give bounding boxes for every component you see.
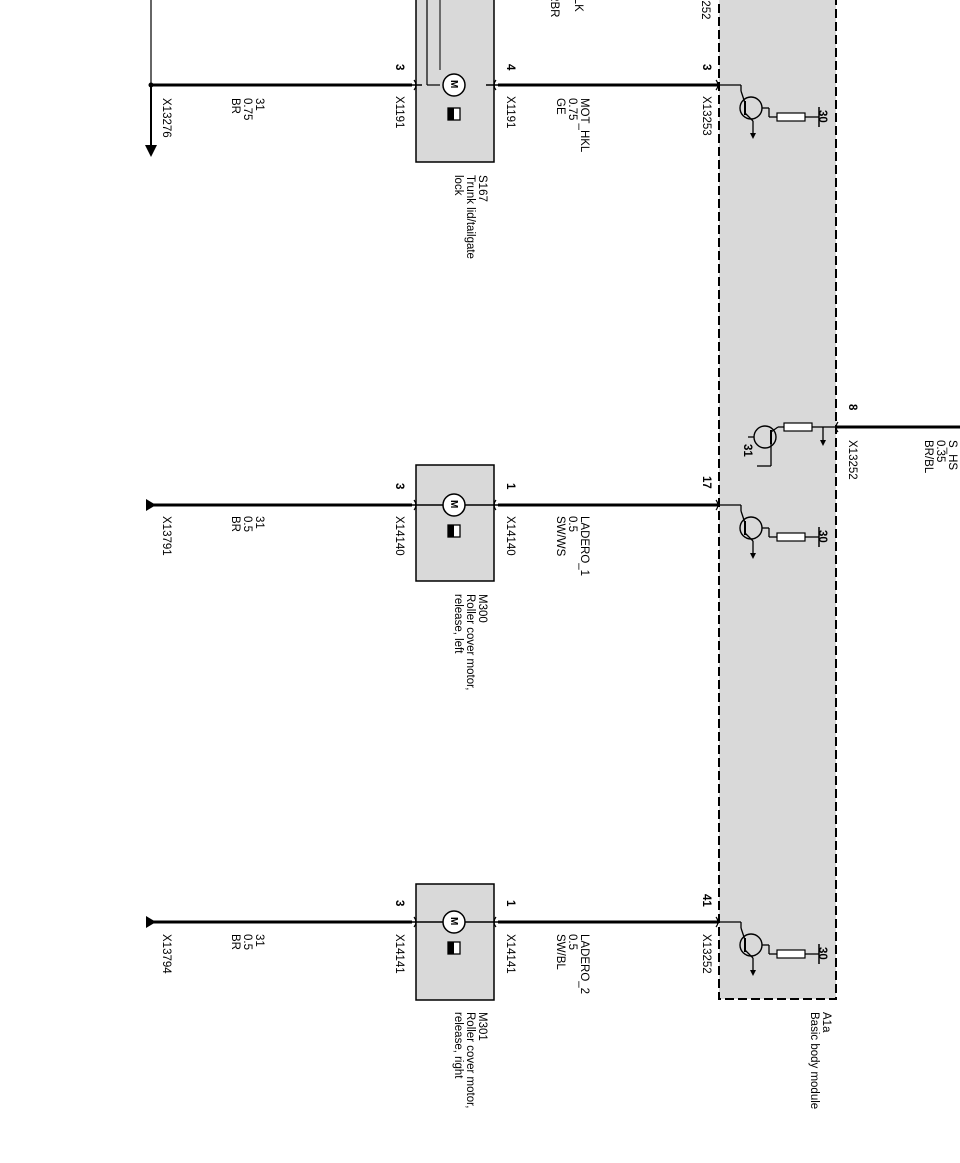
connector-label-x13252-ladero2: X13252	[700, 934, 712, 974]
wire-label-s-hs: S_HS 0.35 BR/BL	[922, 440, 958, 474]
ground-terminal-1	[145, 82, 157, 157]
motor-symbol-m300: M	[448, 500, 459, 509]
component-label-s167: S167 Trunk lid/tailgate lock	[452, 175, 488, 259]
ground-label-x13276: X13276	[160, 98, 172, 138]
wire-label-mot-hkl: MOT_HKL 0.75 GE	[554, 98, 590, 153]
wire-label-ladero-1: LADERO_1 0.5 SW/WS	[554, 516, 590, 577]
module-label-a1a: A1a Basic body module	[808, 1012, 832, 1110]
ground-label-x13791: X13791	[160, 516, 172, 556]
wire-label-ground-1: 31 0.75 BR	[229, 98, 265, 121]
connector-label-m300-left: X14140	[393, 516, 405, 556]
input-stage-s-hs	[748, 422, 836, 467]
supply-ref-30-ladero-2: 30	[816, 947, 828, 960]
supply-ref-30-mot-hkl: 30	[816, 110, 828, 123]
pin-label-s167-left: 3	[393, 64, 405, 71]
connector-label-m301-left: X14141	[393, 934, 405, 974]
motor-symbol-s167: M	[448, 80, 459, 89]
connector-label-x13252-shs: X13252	[846, 440, 858, 480]
pin-label-s-hs: 8	[846, 404, 858, 411]
supply-ref-30-ladero-1: 30	[816, 530, 828, 543]
pin-label-ladero-2-module: 41	[700, 894, 712, 907]
ground-terminal-2	[146, 499, 156, 511]
ground-label-x13794: X13794	[160, 934, 172, 974]
module-pin-hook-3	[715, 79, 719, 91]
module-pin-hook-17	[715, 499, 719, 511]
connector-label-m301-right: X14141	[504, 934, 516, 974]
pin-label-m300-left: 3	[393, 483, 405, 490]
ground-terminal-3	[146, 916, 156, 928]
module-pin-hook-41	[715, 916, 719, 928]
pin-label-ladero-1-module: 17	[700, 476, 712, 489]
component-m301	[412, 883, 498, 1001]
connector-label-s167-left: X1191	[393, 96, 405, 129]
pin-label-m301-left: 3	[393, 900, 405, 907]
wire-label-top-partial: KLK 5 /RBR	[548, 0, 584, 18]
pin-label-m301-right: 1	[504, 900, 516, 907]
ground-ref-31-module: 31	[741, 444, 753, 457]
connector-label-x13253: X13253	[700, 96, 712, 136]
wire-label-ground-2: 31 0.5 BR	[229, 516, 265, 532]
connector-label-s167-right: X1191	[504, 96, 516, 129]
wire-label-ladero-2: LADERO_2 0.5 SW/BL	[554, 934, 590, 995]
basic-body-module-box	[718, 0, 837, 1000]
pin-label-m300-right: 1	[504, 483, 516, 490]
wire-label-ground-3: 31 0.5 BR	[229, 934, 265, 950]
connector-label-m300-right: X14140	[504, 516, 516, 556]
pin-label-mot-hkl-module: 3	[700, 64, 712, 71]
connector-label-top: 3252	[699, 0, 711, 20]
pin-label-s167-right: 4	[504, 64, 516, 71]
motor-symbol-m301: M	[448, 917, 459, 926]
component-m300	[412, 464, 498, 582]
component-label-m300: M300 Roller cover motor, release, left	[452, 594, 488, 691]
component-s167	[412, 0, 498, 163]
component-label-m301: M301 Roller cover motor, release, right	[452, 1012, 488, 1109]
